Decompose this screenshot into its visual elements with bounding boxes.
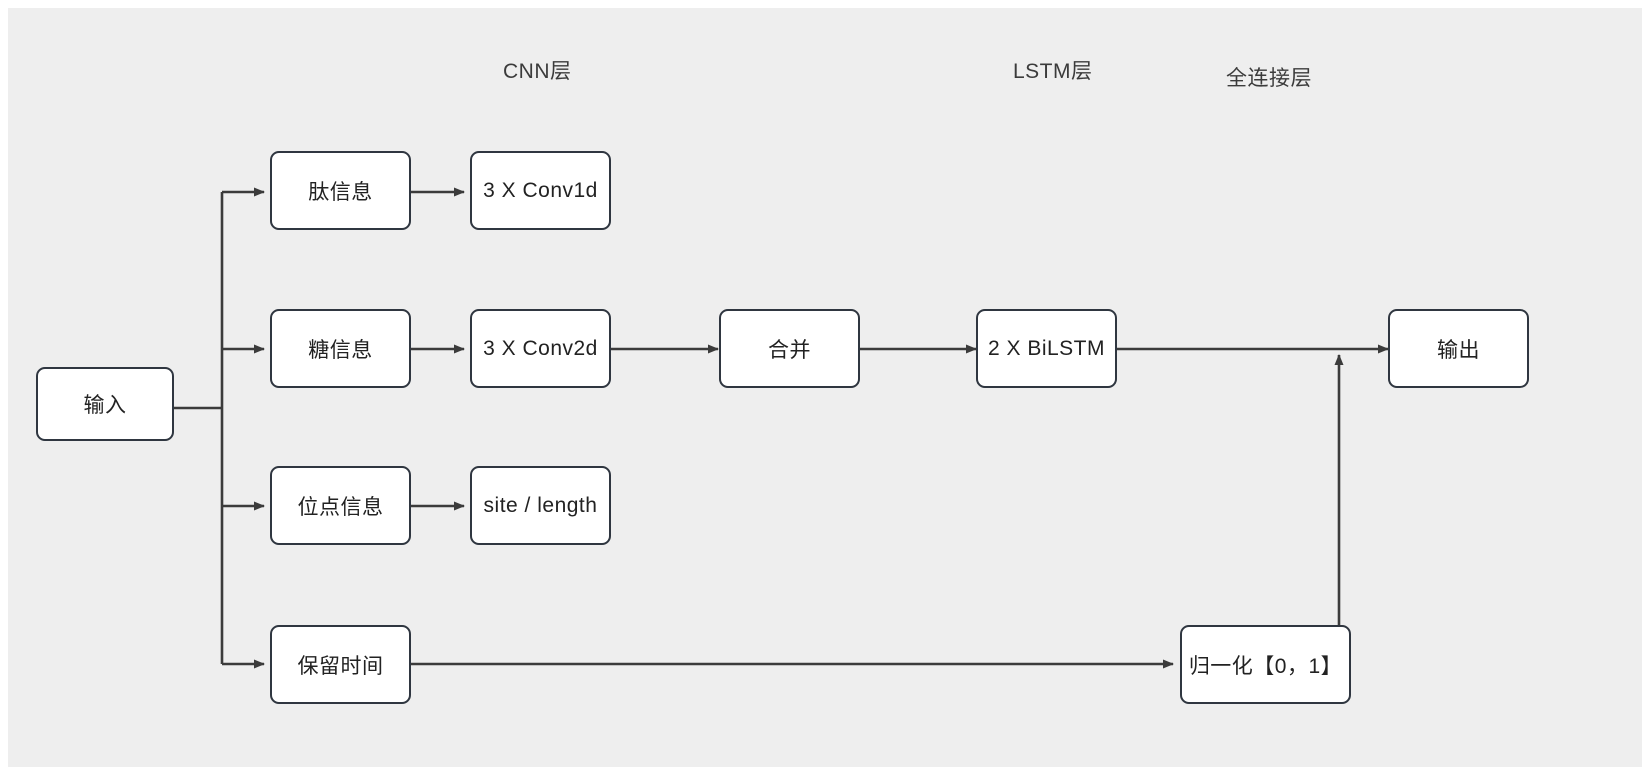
node-conv1d[interactable]: 3 X Conv1d xyxy=(470,151,611,230)
node-output[interactable]: 输出 xyxy=(1388,309,1529,388)
node-normalize[interactable]: 归一化【0，1】 xyxy=(1180,625,1351,704)
node-site-length[interactable]: site / length xyxy=(470,466,611,545)
lane-label-fc: 全连接层 xyxy=(1226,67,1312,90)
node-peptide-info[interactable]: 肽信息 xyxy=(270,151,411,230)
diagram-canvas: CNN层 LSTM层 全连接层 输入 肽信息 3 X Conv1d 糖信息 3 … xyxy=(8,8,1642,767)
node-conv2d[interactable]: 3 X Conv2d xyxy=(470,309,611,388)
node-input[interactable]: 输入 xyxy=(36,367,174,441)
node-site-info[interactable]: 位点信息 xyxy=(270,466,411,545)
node-bilstm[interactable]: 2 X BiLSTM xyxy=(976,309,1117,388)
lane-label-cnn: CNN层 xyxy=(503,60,572,83)
lane-label-lstm: LSTM层 xyxy=(1013,60,1093,83)
node-retention-time[interactable]: 保留时间 xyxy=(270,625,411,704)
node-glycan-info[interactable]: 糖信息 xyxy=(270,309,411,388)
node-merge[interactable]: 合并 xyxy=(719,309,860,388)
